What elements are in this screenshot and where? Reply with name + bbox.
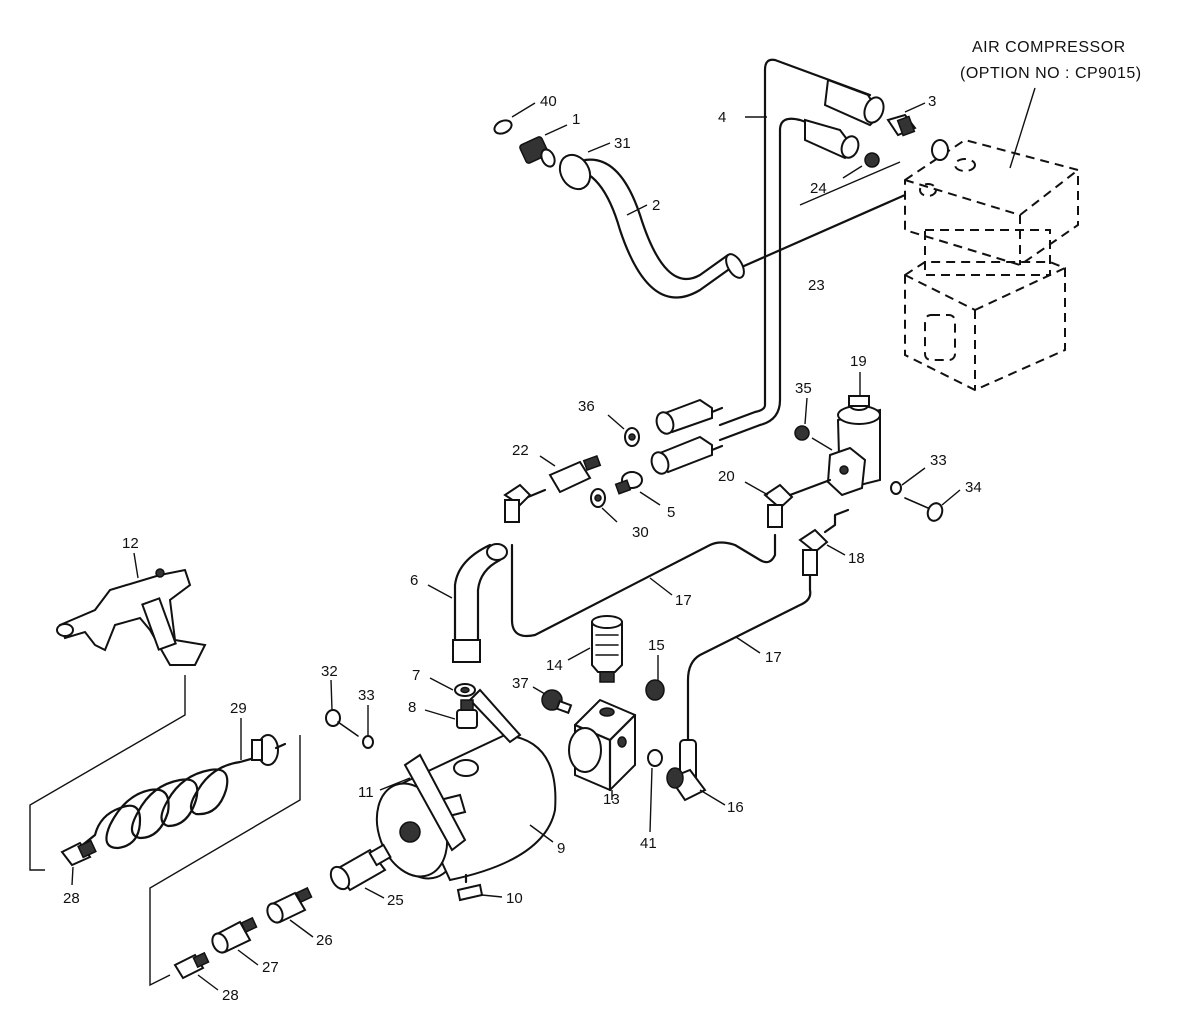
hose-23 — [718, 117, 832, 442]
label-7: 7 — [412, 667, 420, 684]
elbow-16 — [666, 739, 707, 802]
label-34: 34 — [965, 479, 982, 496]
hose-4 — [718, 58, 872, 427]
washer-33a — [890, 481, 902, 495]
label-11: 11 — [358, 784, 374, 801]
tank-9 — [375, 733, 557, 882]
label-32: 32 — [321, 663, 338, 680]
label-17a: 17 — [675, 592, 692, 609]
coil-hose-29 — [68, 734, 287, 857]
hose-17-lower — [686, 573, 812, 742]
label-25: 25 — [387, 892, 404, 909]
label-30: 30 — [632, 524, 649, 541]
label-33b: 33 — [358, 687, 375, 704]
coupler-top-1 — [823, 78, 885, 127]
nut-24 — [864, 152, 880, 168]
label-3: 3 — [928, 93, 936, 110]
label-33a: 33 — [930, 452, 947, 469]
screw-34 — [904, 497, 944, 522]
title-line-2: (OPTION NO : CP9015) — [960, 65, 1142, 82]
o-ring-41 — [647, 749, 663, 767]
label-35: 35 — [795, 380, 812, 397]
label-14: 14 — [546, 657, 563, 674]
label-29: 29 — [230, 700, 247, 717]
valve-19 — [826, 395, 881, 497]
label-22: 22 — [512, 442, 529, 459]
fitting-3 — [886, 113, 949, 161]
label-13: 13 — [603, 791, 620, 808]
label-26: 26 — [316, 932, 333, 949]
fitting-28b — [173, 951, 210, 980]
o-ring-40 — [493, 119, 513, 135]
label-19: 19 — [850, 353, 867, 370]
hose-6 — [452, 543, 508, 663]
fitting-1 — [519, 136, 556, 168]
label-8: 8 — [408, 699, 416, 716]
coupler-top-2 — [804, 118, 860, 160]
label-36: 36 — [578, 398, 595, 415]
coupler-5-end — [650, 435, 724, 475]
drain-10 — [456, 873, 484, 902]
title-line-1: AIR COMPRESSOR — [972, 39, 1126, 56]
nut-35 — [794, 425, 810, 441]
hose-2 — [558, 153, 907, 299]
label-4: 4 — [718, 109, 726, 126]
label-27: 27 — [262, 959, 279, 976]
nut-36 — [624, 427, 640, 447]
label-5: 5 — [667, 504, 675, 521]
manifold-13 — [568, 698, 637, 792]
label-15: 15 — [648, 637, 665, 654]
label-20: 20 — [718, 468, 735, 485]
label-10: 10 — [506, 890, 523, 907]
adapter-27 — [211, 916, 258, 954]
elbow-18 — [798, 508, 850, 576]
fitting-22 — [548, 454, 602, 494]
fitting-8 — [456, 699, 478, 729]
washer-7 — [454, 683, 476, 697]
bolt-32 — [325, 709, 359, 737]
label-17b: 17 — [765, 649, 782, 666]
label-16: 16 — [727, 799, 744, 816]
nut-30 — [590, 488, 606, 508]
plug-15 — [645, 679, 665, 701]
washer-33b — [362, 735, 374, 749]
adapter-26 — [266, 886, 313, 924]
label-40: 40 — [540, 93, 557, 110]
label-9: 9 — [557, 840, 565, 857]
label-18: 18 — [848, 550, 865, 567]
label-31: 31 — [614, 135, 631, 152]
fitting-5 — [614, 471, 643, 495]
fitting-28a — [60, 839, 97, 867]
coupler-25 — [329, 843, 392, 892]
spray-gun-12 — [56, 568, 207, 666]
label-41: 41 — [640, 835, 657, 852]
label-2: 2 — [652, 197, 660, 214]
elbow-fitting-left — [503, 483, 547, 523]
plug-37 — [541, 689, 573, 715]
label-37: 37 — [512, 675, 529, 692]
label-28a: 28 — [63, 890, 80, 907]
filter-14 — [591, 615, 623, 683]
label-1: 1 — [572, 111, 580, 128]
bracket-11 — [403, 688, 522, 852]
label-28b: 28 — [222, 987, 239, 1004]
coupler-36-end — [655, 398, 724, 435]
label-12: 12 — [122, 535, 139, 552]
label-24: 24 — [810, 180, 827, 197]
hose-17-upper — [510, 533, 777, 638]
label-6: 6 — [410, 572, 418, 589]
label-23: 23 — [808, 277, 825, 294]
elbow-20 — [763, 478, 832, 528]
air-compressor-outline — [904, 138, 1079, 392]
